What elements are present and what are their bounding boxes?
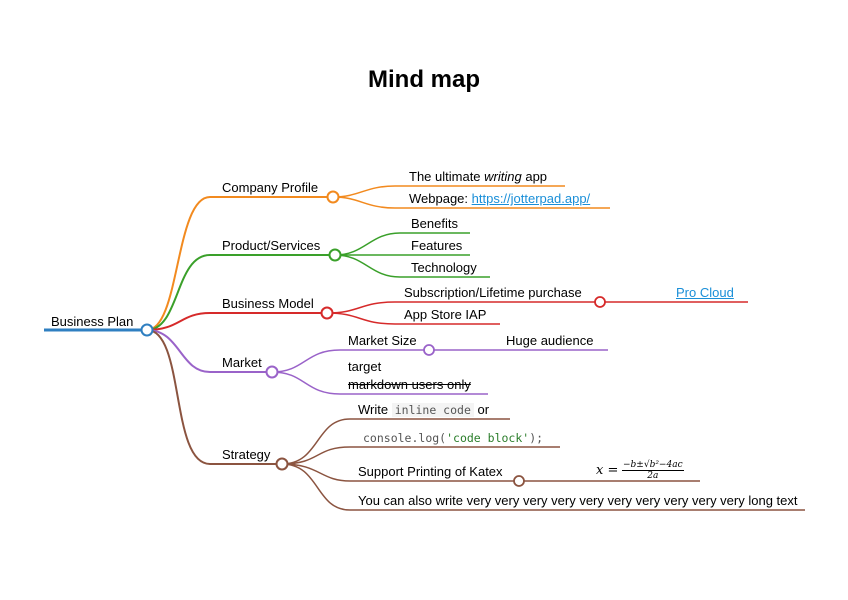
product-item-benefits[interactable]: Benefits	[411, 216, 458, 231]
product-item-features[interactable]: Features	[411, 238, 463, 253]
edge-product-3	[334, 254, 490, 278]
edge-product-1	[334, 232, 470, 256]
edge-model-2	[326, 312, 500, 325]
formula-numerator: −b±√b²−4ac	[621, 460, 684, 471]
edge-root-company	[146, 196, 333, 331]
model-item-subscription[interactable]: Subscription/Lifetime purchase	[404, 285, 582, 300]
edge-root-product	[146, 254, 335, 331]
node-market-size	[423, 344, 435, 356]
company-item-webpage: Webpage: https://jotterpad.app/	[409, 191, 590, 207]
branch-strategy[interactable]: Strategy	[222, 447, 271, 462]
node-product	[328, 248, 342, 262]
node-company	[326, 190, 340, 204]
market-item-size[interactable]: Market Size	[348, 333, 417, 348]
model-item-pro-cloud[interactable]: Pro Cloud	[676, 285, 734, 300]
code-close: );	[529, 431, 544, 445]
edge-market-2	[271, 371, 488, 395]
model-item-iap[interactable]: App Store IAP	[404, 307, 487, 322]
node-katex	[513, 475, 525, 487]
node-model	[320, 306, 334, 320]
edge-root-market	[146, 329, 272, 373]
market-item-huge-audience[interactable]: Huge audience	[506, 333, 594, 348]
node-market	[265, 365, 279, 379]
company-item-tagline[interactable]: The ultimate writing app	[409, 169, 547, 185]
code-open: (	[439, 431, 447, 445]
mind-map-title: Mind map	[368, 66, 480, 93]
write-post: or	[473, 402, 490, 417]
market-item-markdown-users[interactable]: markdown users only	[348, 377, 471, 392]
tagline-post: app	[521, 169, 548, 184]
edge-strategy-4	[281, 463, 805, 511]
code-fn: log	[418, 431, 440, 445]
edge-market-1	[271, 349, 429, 373]
market-item-target[interactable]: target	[348, 359, 382, 374]
webpage-label: Webpage:	[409, 191, 472, 206]
formula-lhs: x =	[596, 462, 619, 478]
write-pre: Write	[358, 402, 392, 417]
branch-business-model[interactable]: Business Model	[222, 296, 314, 311]
node-subscription	[594, 296, 606, 308]
edge-strategy-3	[281, 463, 519, 482]
formula-denominator: 2a	[647, 471, 659, 481]
root-label[interactable]: Business Plan	[51, 314, 134, 329]
inline-code: inline code	[391, 403, 474, 417]
strategy-item-code-block[interactable]: console.log('code block');	[363, 430, 543, 446]
code-obj: console.	[363, 431, 419, 445]
branch-market[interactable]: Market	[222, 355, 262, 370]
strategy-item-long-text[interactable]: You can also write very very very very v…	[358, 493, 798, 508]
branch-company-profile[interactable]: Company Profile	[222, 180, 319, 195]
tagline-em: writing	[484, 169, 522, 184]
edge-company-1	[332, 185, 565, 198]
edge-root-model	[146, 312, 327, 331]
edge-root-strategy	[146, 329, 282, 465]
edge-strategy-2	[281, 446, 560, 465]
node-root	[140, 323, 154, 337]
edge-model-1	[326, 301, 600, 314]
strategy-item-write[interactable]: Write inline code or	[358, 402, 489, 418]
node-strategy	[275, 457, 289, 471]
webpage-link[interactable]: https://jotterpad.app/	[471, 191, 591, 206]
strategy-item-katex[interactable]: Support Printing of Katex	[358, 464, 503, 479]
edge-strategy-1	[281, 418, 510, 465]
code-string: 'code block'	[446, 431, 530, 445]
edge-company-2	[332, 196, 610, 209]
tagline-pre: The ultimate	[409, 169, 485, 184]
branch-product-services[interactable]: Product/Services	[222, 238, 321, 253]
product-item-technology[interactable]: Technology	[411, 260, 477, 275]
